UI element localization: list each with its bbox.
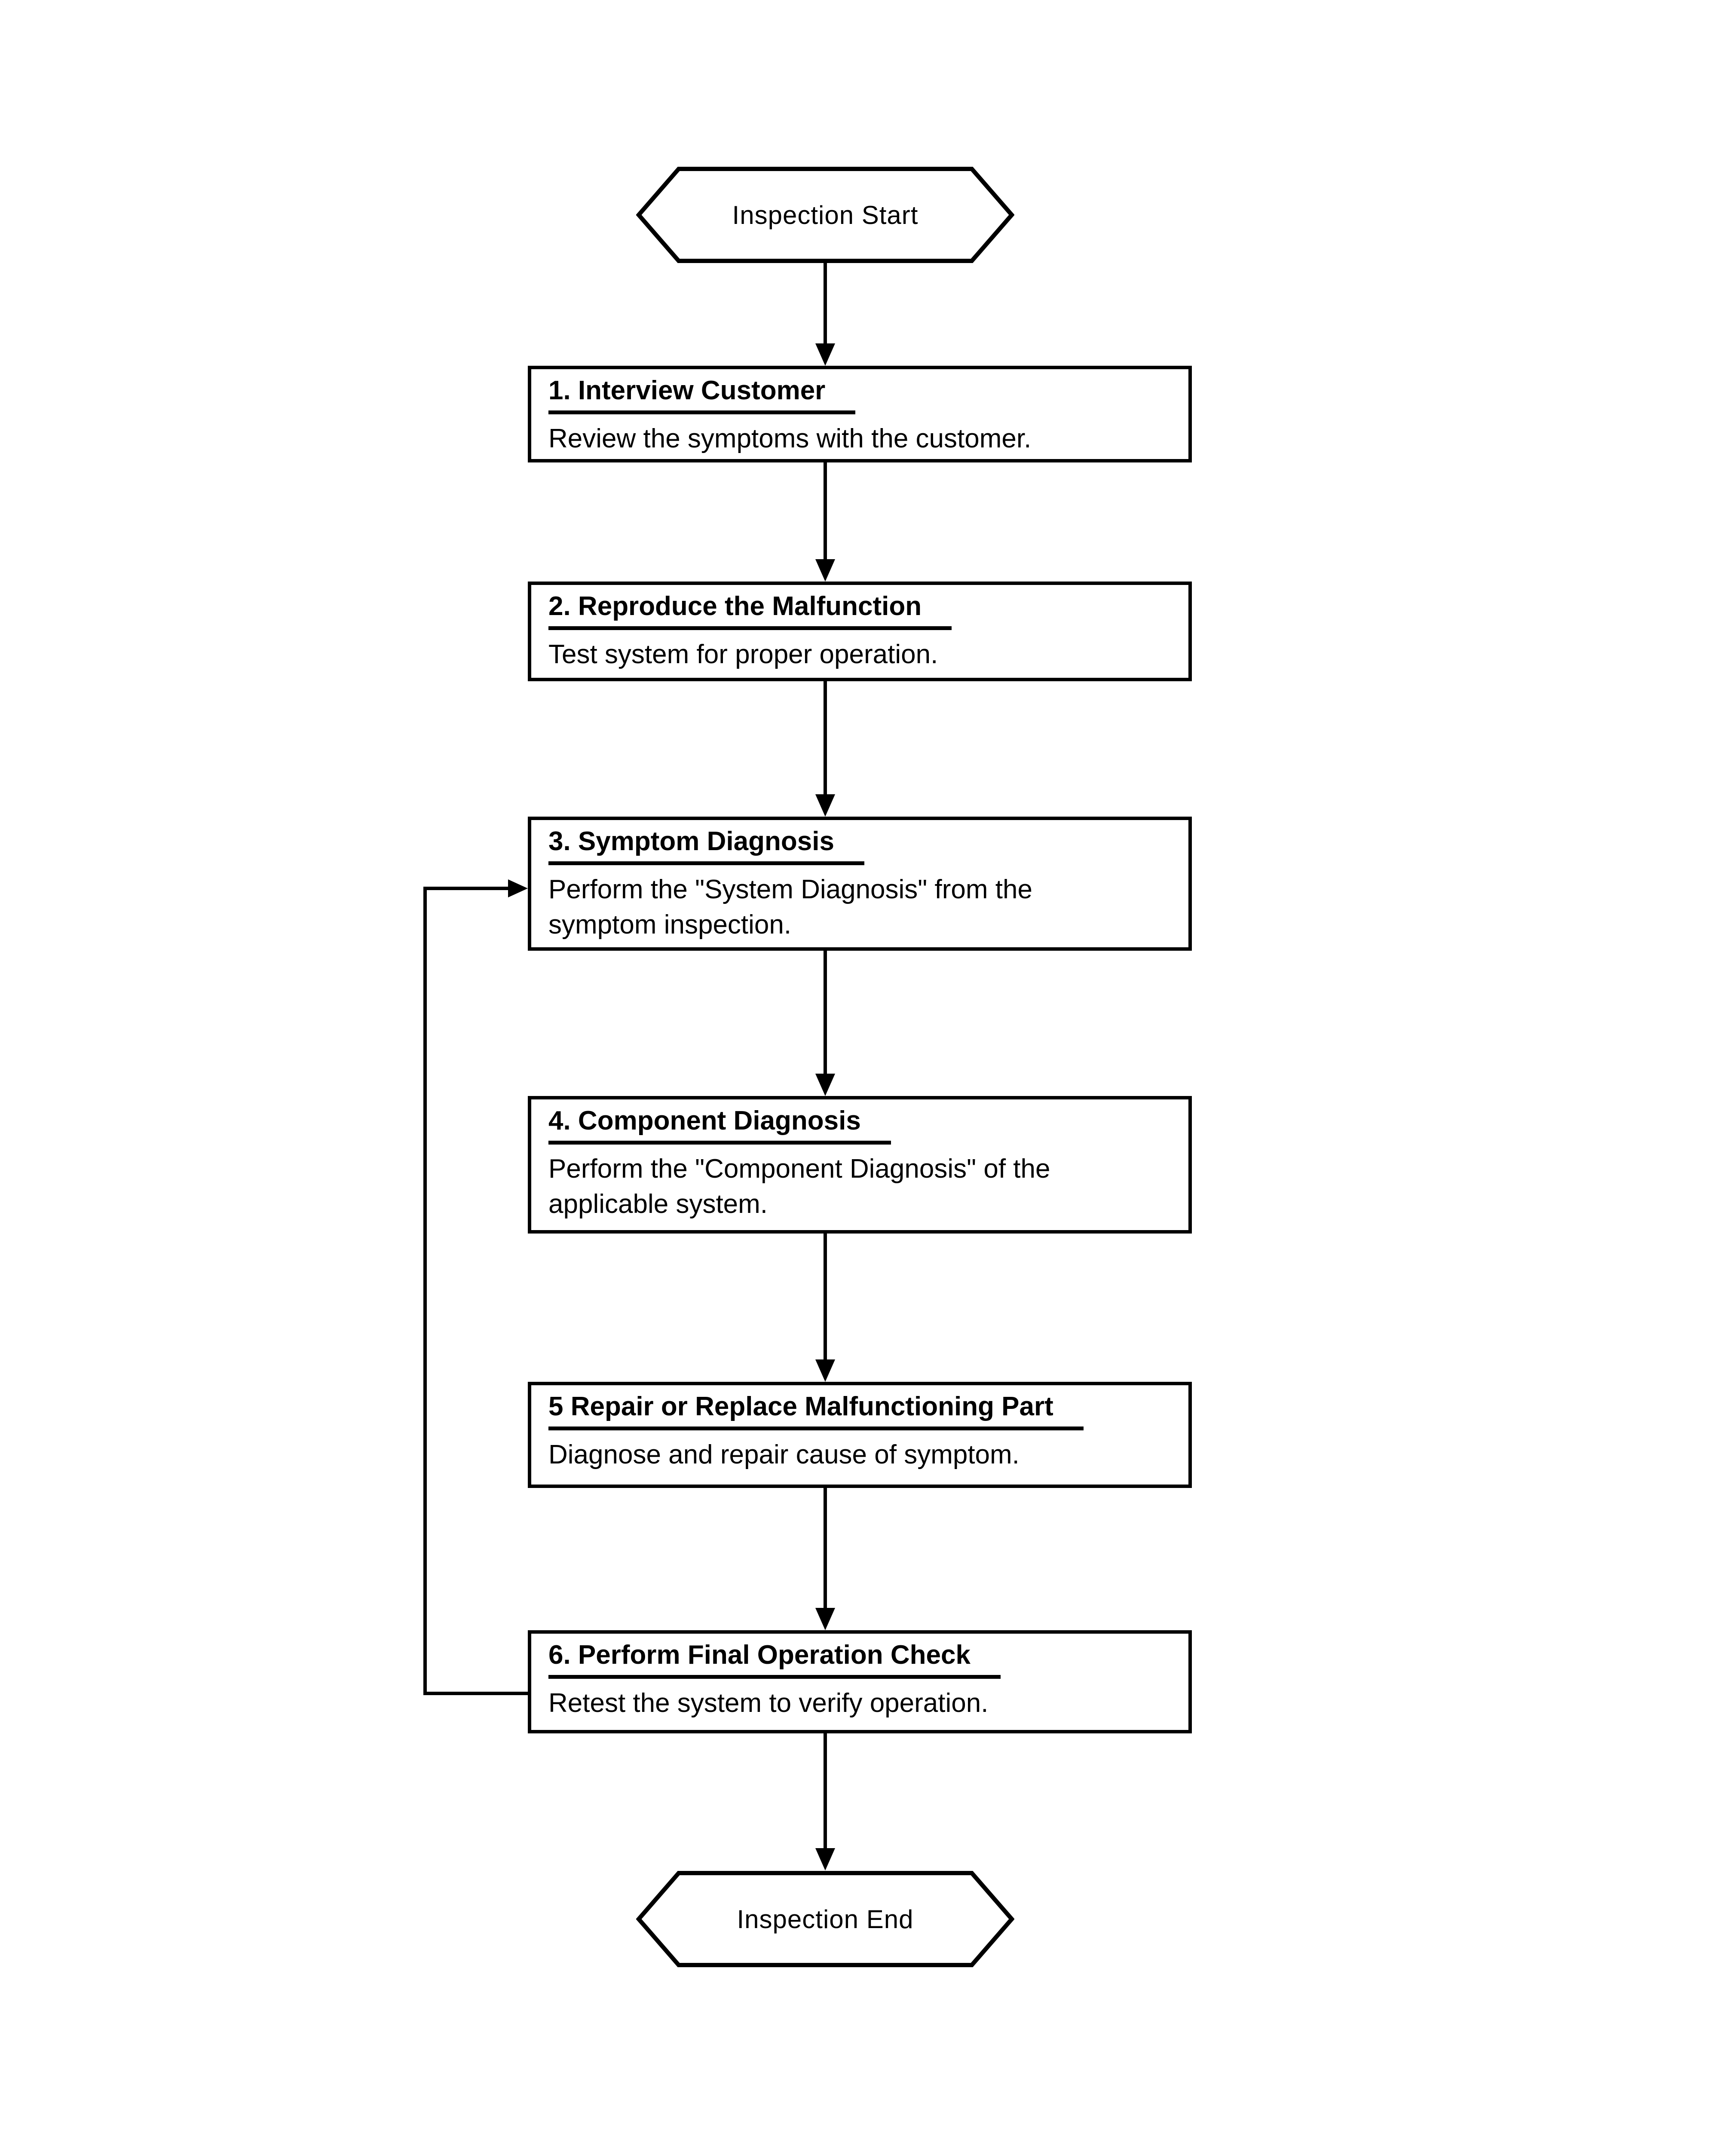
step-description: Perform the "Component Diagnosis" of the… xyxy=(548,1154,1050,1219)
step-description: Diagnose and repair cause of symptom. xyxy=(548,1440,1020,1469)
step-description: Retest the system to verify operation. xyxy=(548,1688,989,1718)
feedback-line-top xyxy=(423,887,508,890)
feedback-line-bottom xyxy=(423,1692,531,1695)
step-description: Test system for proper operation. xyxy=(548,640,938,669)
connector-line xyxy=(824,1732,827,1849)
connector-line xyxy=(824,1232,827,1360)
arrow-down-icon xyxy=(815,1074,835,1096)
step-title: 5 Repair or Replace Malfunctioning Part xyxy=(548,1391,1084,1430)
start-terminal-label: Inspection Start xyxy=(732,200,919,230)
arrow-down-icon xyxy=(815,1359,835,1382)
connector-line xyxy=(824,1486,827,1609)
connector-line xyxy=(824,461,827,560)
step-description: Review the symptoms with the customer. xyxy=(548,424,1032,453)
step-title: 6. Perform Final Operation Check xyxy=(548,1640,1001,1679)
connector-line xyxy=(824,261,827,344)
step-box-1: 1. Interview Customer Review the symptom… xyxy=(528,366,1192,462)
connector-line xyxy=(824,949,827,1074)
arrow-down-icon xyxy=(815,559,835,582)
step-title: 3. Symptom Diagnosis xyxy=(548,826,864,865)
arrow-down-icon xyxy=(815,1608,835,1630)
step-description: Perform the "System Diagnosis" from the … xyxy=(548,875,1032,940)
step-box-3: 3. Symptom Diagnosis Perform the "System… xyxy=(528,817,1192,951)
end-terminal: Inspection End xyxy=(636,1870,1014,1968)
step-title: 4. Component Diagnosis xyxy=(548,1105,891,1145)
arrow-down-icon xyxy=(815,794,835,817)
step-title: 2. Reproduce the Malfunction xyxy=(548,591,952,630)
step-box-6: 6. Perform Final Operation Check Retest … xyxy=(528,1630,1192,1733)
step-box-5: 5 Repair or Replace Malfunctioning Part … xyxy=(528,1382,1192,1488)
hexagon-shape xyxy=(636,167,1014,263)
feedback-line-vertical xyxy=(423,887,427,1695)
hexagon-shape xyxy=(636,1871,1014,1967)
arrow-down-icon xyxy=(815,343,835,366)
arrow-down-icon xyxy=(815,1848,835,1870)
start-terminal: Inspection Start xyxy=(636,166,1014,263)
arrow-right-icon xyxy=(508,879,528,897)
end-terminal-label: Inspection End xyxy=(737,1904,914,1934)
step-box-4: 4. Component Diagnosis Perform the "Comp… xyxy=(528,1096,1192,1234)
step-box-2: 2. Reproduce the Malfunction Test system… xyxy=(528,582,1192,681)
step-title: 1. Interview Customer xyxy=(548,375,856,414)
connector-line xyxy=(824,680,827,795)
